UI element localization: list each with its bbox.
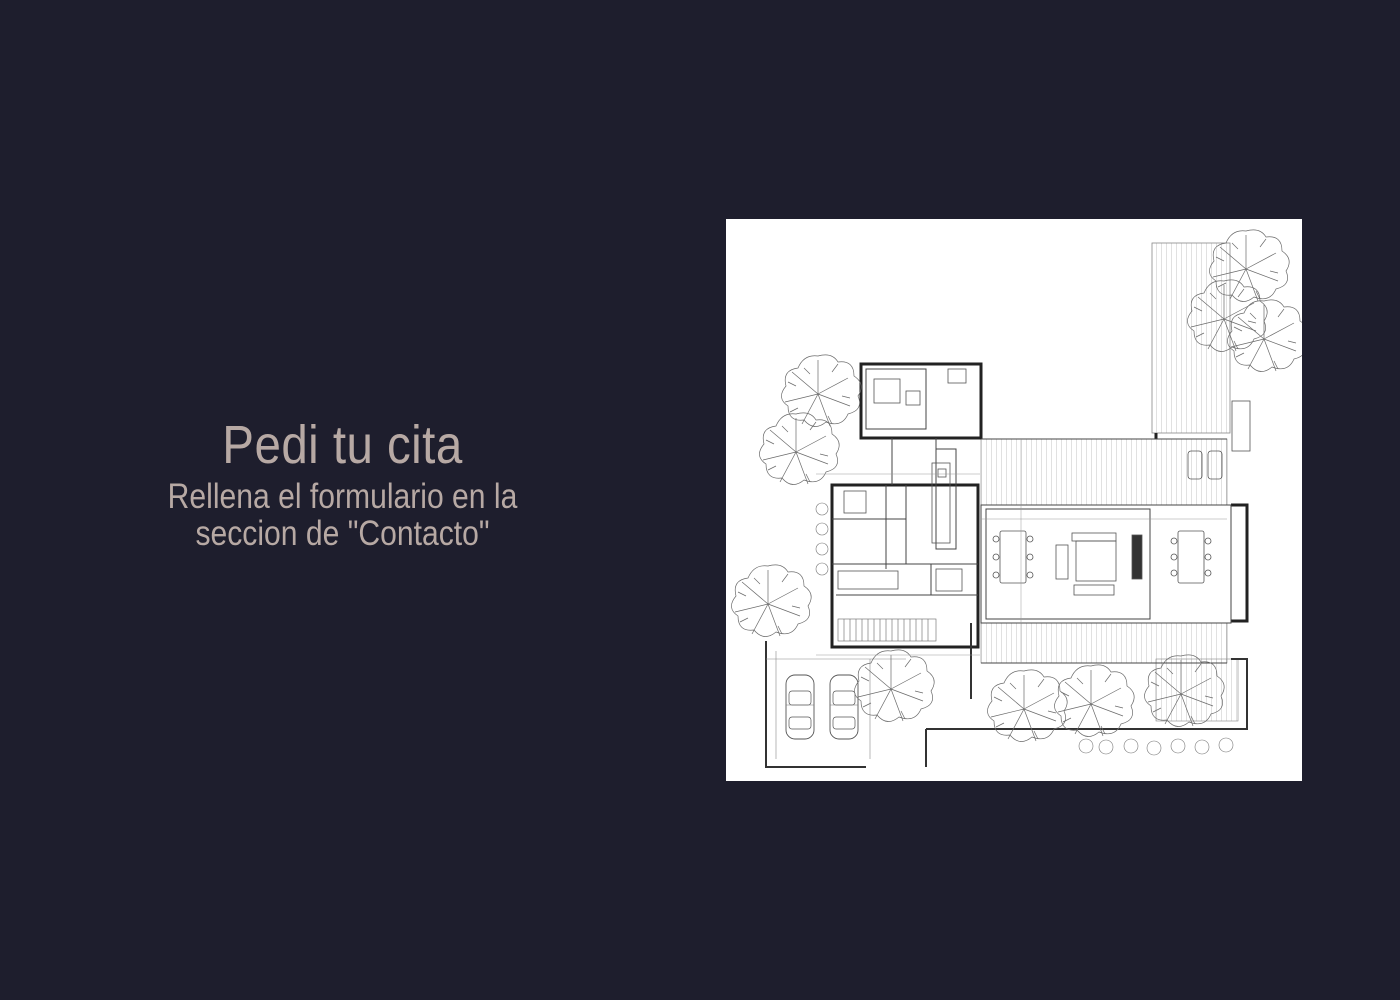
page-title: Pedi tu cita (222, 415, 463, 475)
floor-plan-image (726, 219, 1302, 781)
subtitle-line-1: Rellena el formulario en la (167, 477, 518, 516)
subtitle-line-2: seccion de "Contacto" (195, 514, 490, 553)
floor-plan-drawing (731, 229, 1302, 768)
cta-text-block: Pedi tu cita Rellena el formulario en la… (100, 412, 585, 552)
